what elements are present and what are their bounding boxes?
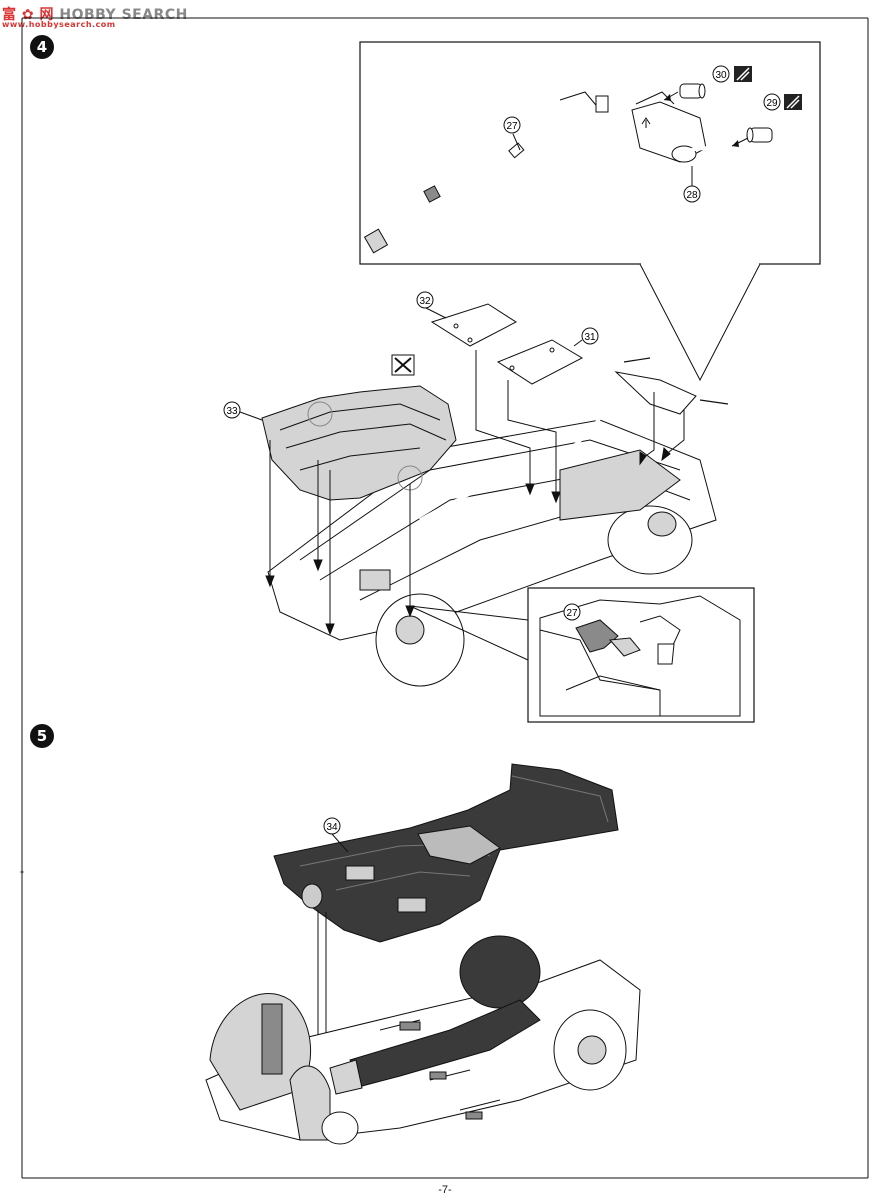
part-30-label: 30 (715, 70, 727, 81)
exhaust-tip-30 (663, 83, 706, 101)
step-5-badge: 5 (30, 724, 54, 748)
floor-pan-34 (273, 763, 619, 943)
undertray-33 (261, 385, 457, 501)
part-30-marker (712, 65, 730, 83)
step-4-badge: 4 (30, 35, 54, 59)
part-27-inset-marker (563, 603, 581, 621)
inset-chassis-detail (539, 595, 741, 717)
part-29-marker (763, 93, 781, 111)
part-34-label: 34 (326, 822, 338, 833)
muffler-28 (631, 91, 723, 163)
part-27-label: 27 (506, 121, 518, 132)
chassis-step5 (205, 935, 641, 1145)
part-32-label: 32 (419, 296, 431, 307)
part-31-marker (581, 327, 599, 345)
part-31-label: 31 (584, 332, 596, 343)
part-33-label: 33 (226, 406, 238, 417)
part-32-marker (416, 291, 434, 309)
part-29-label: 29 (766, 98, 778, 109)
part-28-marker (683, 185, 701, 203)
exhaust-callout-tail (639, 263, 761, 382)
exhaust-pipe-27 (363, 91, 609, 254)
leader-32 (425, 307, 447, 319)
watermark-url: www.hobbysearch.com (2, 20, 116, 29)
watermark: 富 ✿ 网 HOBBY SEARCH www.hobbysearch.com (2, 4, 188, 29)
assembly-arrows-step4 (265, 350, 685, 636)
page-number: -7- (438, 1184, 452, 1196)
underbody-panel-32 (430, 303, 517, 347)
chassis-step4 (267, 357, 729, 687)
part-27-marker (503, 116, 521, 134)
part-33-marker (223, 401, 241, 419)
leader-33 (239, 411, 263, 421)
part-27-inset-label: 27 (566, 608, 578, 619)
underbody-panel-31 (496, 339, 584, 385)
exhaust-tip-29 (731, 127, 773, 147)
leader-27-top (512, 133, 521, 151)
watermark-logo: 富 ✿ 网 (2, 7, 54, 23)
leader-31 (573, 339, 583, 347)
leader-34 (331, 833, 349, 853)
part-28-label: 28 (686, 190, 698, 201)
part-34-marker (323, 817, 341, 835)
watermark-brand: HOBBY SEARCH (59, 7, 188, 23)
